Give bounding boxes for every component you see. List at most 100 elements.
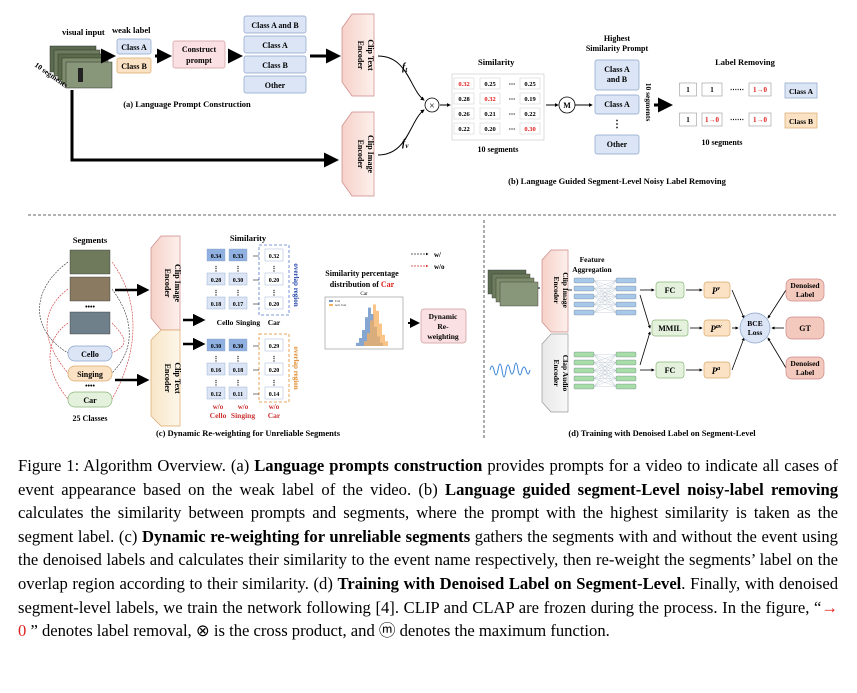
weak-class-b [116, 57, 152, 74]
removing-value: 1→0 [753, 86, 768, 94]
c-matrix-value: 0.14 [269, 392, 280, 398]
b-matrix-value: 0.22 [458, 126, 469, 133]
c-matrix-cell [228, 386, 248, 400]
class-cello [67, 345, 113, 362]
c-matrix-cell [206, 386, 226, 400]
feature-bar [573, 351, 595, 358]
hs-10-segments: 10 segments [644, 83, 653, 122]
legend-w: w/ [434, 251, 442, 259]
c-matrix-value: 0.18 [211, 302, 222, 308]
ft-label: ft [402, 62, 408, 74]
feature-link [593, 296, 617, 313]
feature-bar [615, 351, 637, 358]
mmil-text: MMIL [658, 324, 682, 333]
fc-bottom-text: FC [665, 366, 676, 375]
c-matrix-vdots: ⋮ [235, 265, 242, 273]
feature-link [593, 280, 617, 305]
c-matrix-value: ⋯ [253, 392, 259, 398]
pav-text: Pav [710, 324, 722, 334]
b-matrix-value: 0.30 [524, 126, 535, 133]
removing-cell [748, 112, 772, 127]
weak-class-b-text: Class B [121, 62, 147, 71]
construct-line1: Construct [182, 45, 217, 54]
overlap-label-bottom: overlap region [292, 346, 300, 389]
c-matrix-vdots: ⋮ [213, 355, 220, 363]
bce-l1: BCE [747, 319, 762, 328]
b-matrix-value: 0.25 [484, 81, 496, 88]
pv-text: Pv [712, 286, 721, 296]
feature-link [593, 362, 617, 387]
prompt-a-and-b: Class A and B [251, 21, 299, 30]
max-symbol-text: M [563, 101, 571, 110]
hs-other-text: Other [607, 140, 628, 149]
feature-bar [615, 359, 637, 366]
b-matrix-cell [453, 77, 475, 90]
b-matrix-value: ⋯ [509, 111, 516, 118]
b-matrix-value: ⋯ [509, 81, 516, 88]
class-singing-text: Singing [77, 370, 103, 379]
overlap-label-top: overlap region [292, 263, 300, 306]
b-matrix-value: 0.21 [484, 111, 495, 118]
caption-arrow: → 0 [18, 597, 838, 641]
prompt-other: Other [265, 81, 286, 90]
clip-text-enc-l2: Encoder [356, 41, 365, 70]
feature-link [593, 280, 617, 297]
highest-l1: Highest [604, 34, 631, 43]
sim-pct-line2: distribution of Car [330, 280, 395, 289]
removing-value: 1 [710, 86, 714, 94]
c-matrix-value: 0.29 [269, 344, 280, 350]
caption-text-4: . Finally, with denoised segment-level l… [18, 573, 838, 617]
feature-bar [573, 277, 595, 284]
dyn-l2: Re- [437, 322, 449, 331]
panel-c-caption: (c) Dynamic Re-weighting for Unreliable … [156, 428, 341, 438]
cross-product-symbol [424, 97, 440, 113]
d-clip-image-l2: Encoder [552, 276, 561, 304]
denoised-top-l2: Label [796, 290, 814, 299]
clip-image-enc-l1: Clip Image [366, 135, 375, 173]
segment-image-3 [69, 311, 111, 335]
c-matrix-vdots: ⋮ [271, 289, 278, 297]
feature-link [593, 280, 617, 289]
fc-bottom [655, 361, 685, 379]
b-matrix-cell [453, 107, 475, 120]
clip-image-encoder [341, 111, 375, 197]
b-matrix-value: 0.32 [484, 96, 495, 103]
classes-dots: •••• [85, 382, 95, 390]
clip-image-enc-l2: Encoder [356, 140, 365, 169]
c-clip-text-l2: Encoder [163, 364, 172, 393]
c-matrix-value: ⋯ [253, 344, 259, 350]
class-singing [67, 365, 113, 382]
c-matrix-value: ⋯ [253, 368, 259, 374]
feature-bar [615, 293, 637, 300]
feature-link [593, 354, 617, 363]
feature-agg-l1: Feature [580, 255, 606, 264]
hs-ellipsis: ⋮ [612, 119, 622, 130]
row-class-b [784, 112, 818, 129]
feature-bar [573, 293, 595, 300]
b-matrix-cell [519, 122, 541, 135]
panel-a-caption: (a) Language Prompt Construction [123, 99, 251, 109]
hist-bar-wo-car [376, 310, 379, 346]
clip-text-enc-l1: Clip Text [366, 39, 375, 71]
c-matrix-cell [264, 362, 284, 376]
histogram: Car Car w/o Car [324, 292, 404, 350]
fc-top-text: FC [665, 286, 676, 295]
denoised-label-bottom [785, 356, 825, 380]
segments-dots: •••• [85, 303, 95, 311]
overlap-box-bottom [258, 333, 290, 403]
d-clap-audio-l1: Clap Audio [561, 355, 570, 392]
d-clap-audio-l2: Encoder [552, 359, 561, 387]
removing-cell [679, 112, 697, 127]
hs-class-ab-l1: Class A [604, 65, 630, 74]
caption-text-5: ” denotes label removal, ⊗ is the cross … [26, 621, 610, 641]
c-matrix-vdots: ⋮ [213, 289, 220, 297]
prompt-b: Class B [262, 61, 288, 70]
c-matrix-cell [206, 296, 226, 310]
c-matrix-value: 0.20 [269, 302, 280, 308]
c-matrix-value: 0.16 [211, 368, 222, 374]
feature-bar [615, 277, 637, 284]
c-matrix-vdots: ⋮ [213, 265, 220, 273]
b-matrix-cell [479, 107, 501, 120]
b-matrix-cell [453, 92, 475, 105]
